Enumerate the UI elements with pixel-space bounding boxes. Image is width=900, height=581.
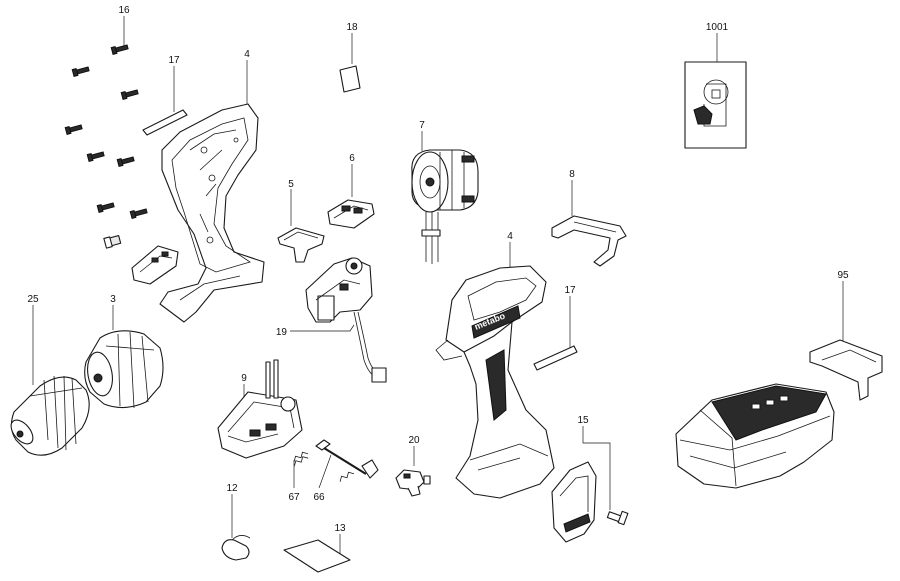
callout-3: 3 [110,294,116,305]
switch-cover [131,245,179,285]
motor [411,149,479,264]
callout-19: 19 [276,327,288,338]
callout-18: 18 [346,22,358,33]
release-bar [315,439,379,482]
callout-15: 15 [577,415,589,426]
contact-clip [395,469,431,497]
callout-25: 25 [27,294,39,305]
callout-16: 16 [118,5,130,16]
callout-7: 7 [419,120,425,131]
callout-1001: 1001 [706,22,729,33]
belt-clip [551,215,627,267]
callout-13: 13 [334,523,346,534]
switch-lever [277,227,325,263]
callout-20: 20 [408,435,420,446]
pad-18 [339,65,361,93]
callout-4-right: 4 [507,231,513,242]
battery-contacts [217,359,303,459]
direction-switch [327,199,375,229]
callout-8: 8 [569,169,575,180]
callout-67: 67 [288,492,300,503]
service-card [684,61,747,149]
clip-12 [221,535,251,561]
callout-95: 95 [837,270,849,281]
callout-labels: 16 17 4 18 7 6 5 8 4 1001 95 25 3 19 17 … [27,5,849,534]
gearbox [84,330,164,409]
housing-half-left [159,103,265,323]
callout-12: 12 [226,483,238,494]
electronic-switch [305,257,387,383]
callout-5: 5 [288,179,294,190]
battery-pack [675,383,835,489]
label-strip-upper [142,109,188,136]
keyless-chuck [10,375,90,456]
callout-4-left: 4 [244,49,250,60]
callout-66: 66 [313,492,325,503]
battery-cover [809,339,883,401]
callout-17-lower: 17 [564,285,576,296]
screw-15 [606,510,629,526]
callout-9: 9 [241,373,247,384]
screw-set [64,44,148,249]
spring-67 [293,451,309,467]
sticker-13 [283,539,351,573]
callout-6: 6 [349,153,355,164]
label-strip-lower [533,345,578,371]
callout-17-upper: 17 [168,55,180,66]
side-cover [551,461,629,543]
housing-half-right: metabo [435,265,555,499]
